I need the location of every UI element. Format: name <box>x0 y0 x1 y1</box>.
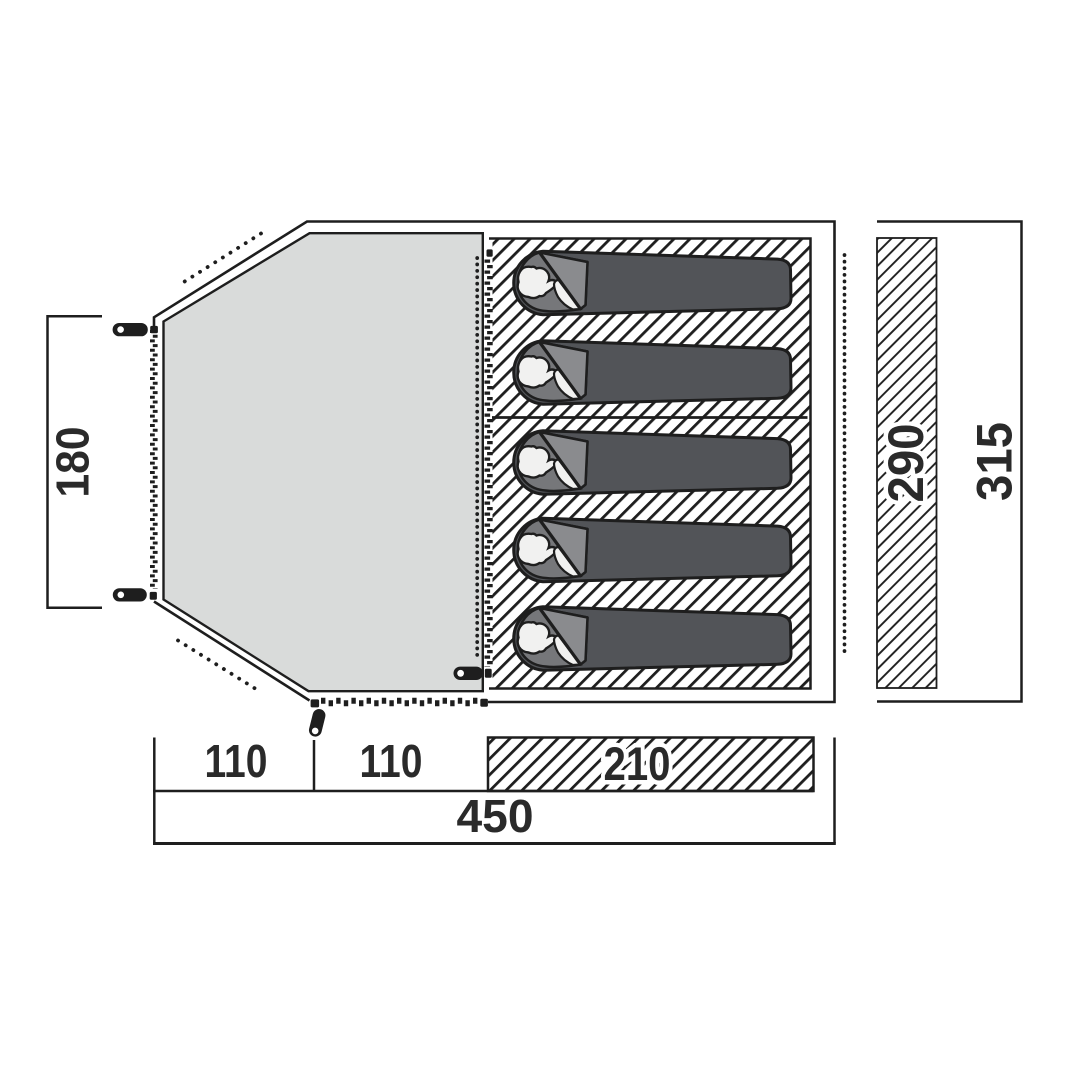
svg-text:180: 180 <box>47 427 99 498</box>
svg-text:450: 450 <box>457 790 534 842</box>
svg-text:110: 110 <box>205 735 268 787</box>
svg-text:110: 110 <box>360 735 423 787</box>
svg-text:315: 315 <box>967 422 1023 501</box>
svg-text:290: 290 <box>878 424 934 503</box>
svg-text:210: 210 <box>604 737 671 790</box>
